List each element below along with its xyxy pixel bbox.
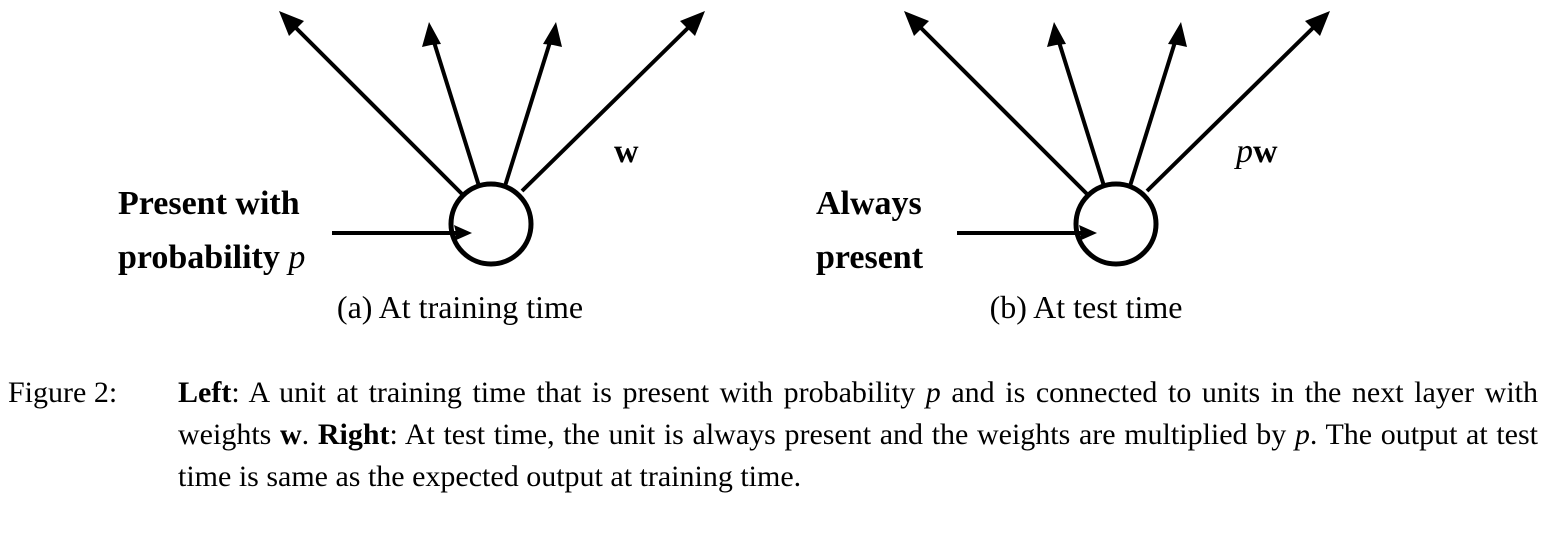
caption-right-bold: Right	[317, 418, 390, 451]
weight-label-right: pw	[1234, 133, 1278, 170]
weight-label-right-prefix: p	[1234, 133, 1253, 170]
output-arrow-right-3	[1128, 41, 1177, 187]
caption-text-5: . The output at test time is same as the…	[178, 418, 1539, 493]
weight-label-right-w: w	[1253, 133, 1278, 170]
input-label-left-var: p	[286, 239, 305, 276]
subcaption-right: (b) At test time	[990, 289, 1183, 325]
caption-text-2: and is connected to units in the next la…	[178, 376, 1538, 451]
panel-training: w Present with probability p (a) At trai…	[118, 11, 705, 325]
output-arrow-left-3	[503, 41, 552, 187]
caption-var-p-1: p	[925, 376, 941, 409]
output-arrowhead-right-4	[1305, 11, 1330, 36]
input-label-right-line1: Always	[816, 185, 922, 222]
caption-text-1: : A unit at training time that is presen…	[231, 376, 926, 409]
output-arrowhead-right-2	[1047, 22, 1066, 47]
output-arrow-right-2	[1057, 41, 1106, 187]
dropout-figure: w Present with probability p (a) At trai…	[118, 11, 1330, 325]
input-label-left-space	[280, 239, 289, 276]
caption-weight-w: w	[279, 418, 302, 451]
caption-body: Left: A unit at training time that is pr…	[178, 372, 1538, 498]
caption-text-4: : At test time, the unit is always prese…	[389, 418, 1295, 451]
caption-text-3: .	[301, 418, 318, 451]
unit-circle-right	[1073, 181, 1159, 267]
output-arrowhead-left-1	[279, 11, 304, 36]
caption-left-bold: Left	[178, 376, 232, 409]
output-arrowhead-right-1	[904, 11, 929, 36]
output-arrow-right-1	[915, 22, 1089, 196]
input-label-left-line1: Present with	[118, 185, 300, 222]
output-arrow-left-4	[520, 22, 694, 193]
output-arrow-left-2	[432, 41, 481, 187]
caption-var-p-2: p	[1294, 418, 1310, 451]
input-label-left-line2: probability p	[118, 239, 305, 276]
figure-caption: Figure 2: Left: A unit at training time …	[8, 372, 1538, 498]
caption-label: Figure 2:	[8, 376, 118, 409]
panel-test: pw Always present (b) At test time	[816, 11, 1330, 325]
subcaption-left: (a) At training time	[337, 289, 583, 325]
input-arrowhead-left	[454, 225, 472, 241]
output-arrow-left-1	[290, 22, 464, 196]
output-arrowhead-right-3	[1168, 22, 1187, 47]
input-label-left-line2-word: probability	[118, 239, 280, 276]
output-arrowhead-left-3	[543, 22, 562, 47]
input-label-right-line2: present	[816, 239, 924, 276]
output-arrowhead-left-4	[680, 11, 705, 36]
input-arrowhead-right	[1079, 225, 1097, 241]
unit-circle-left	[448, 181, 534, 267]
output-arrowhead-left-2	[422, 22, 441, 47]
output-arrow-right-4	[1145, 22, 1319, 193]
weight-label-left: w	[614, 133, 639, 170]
